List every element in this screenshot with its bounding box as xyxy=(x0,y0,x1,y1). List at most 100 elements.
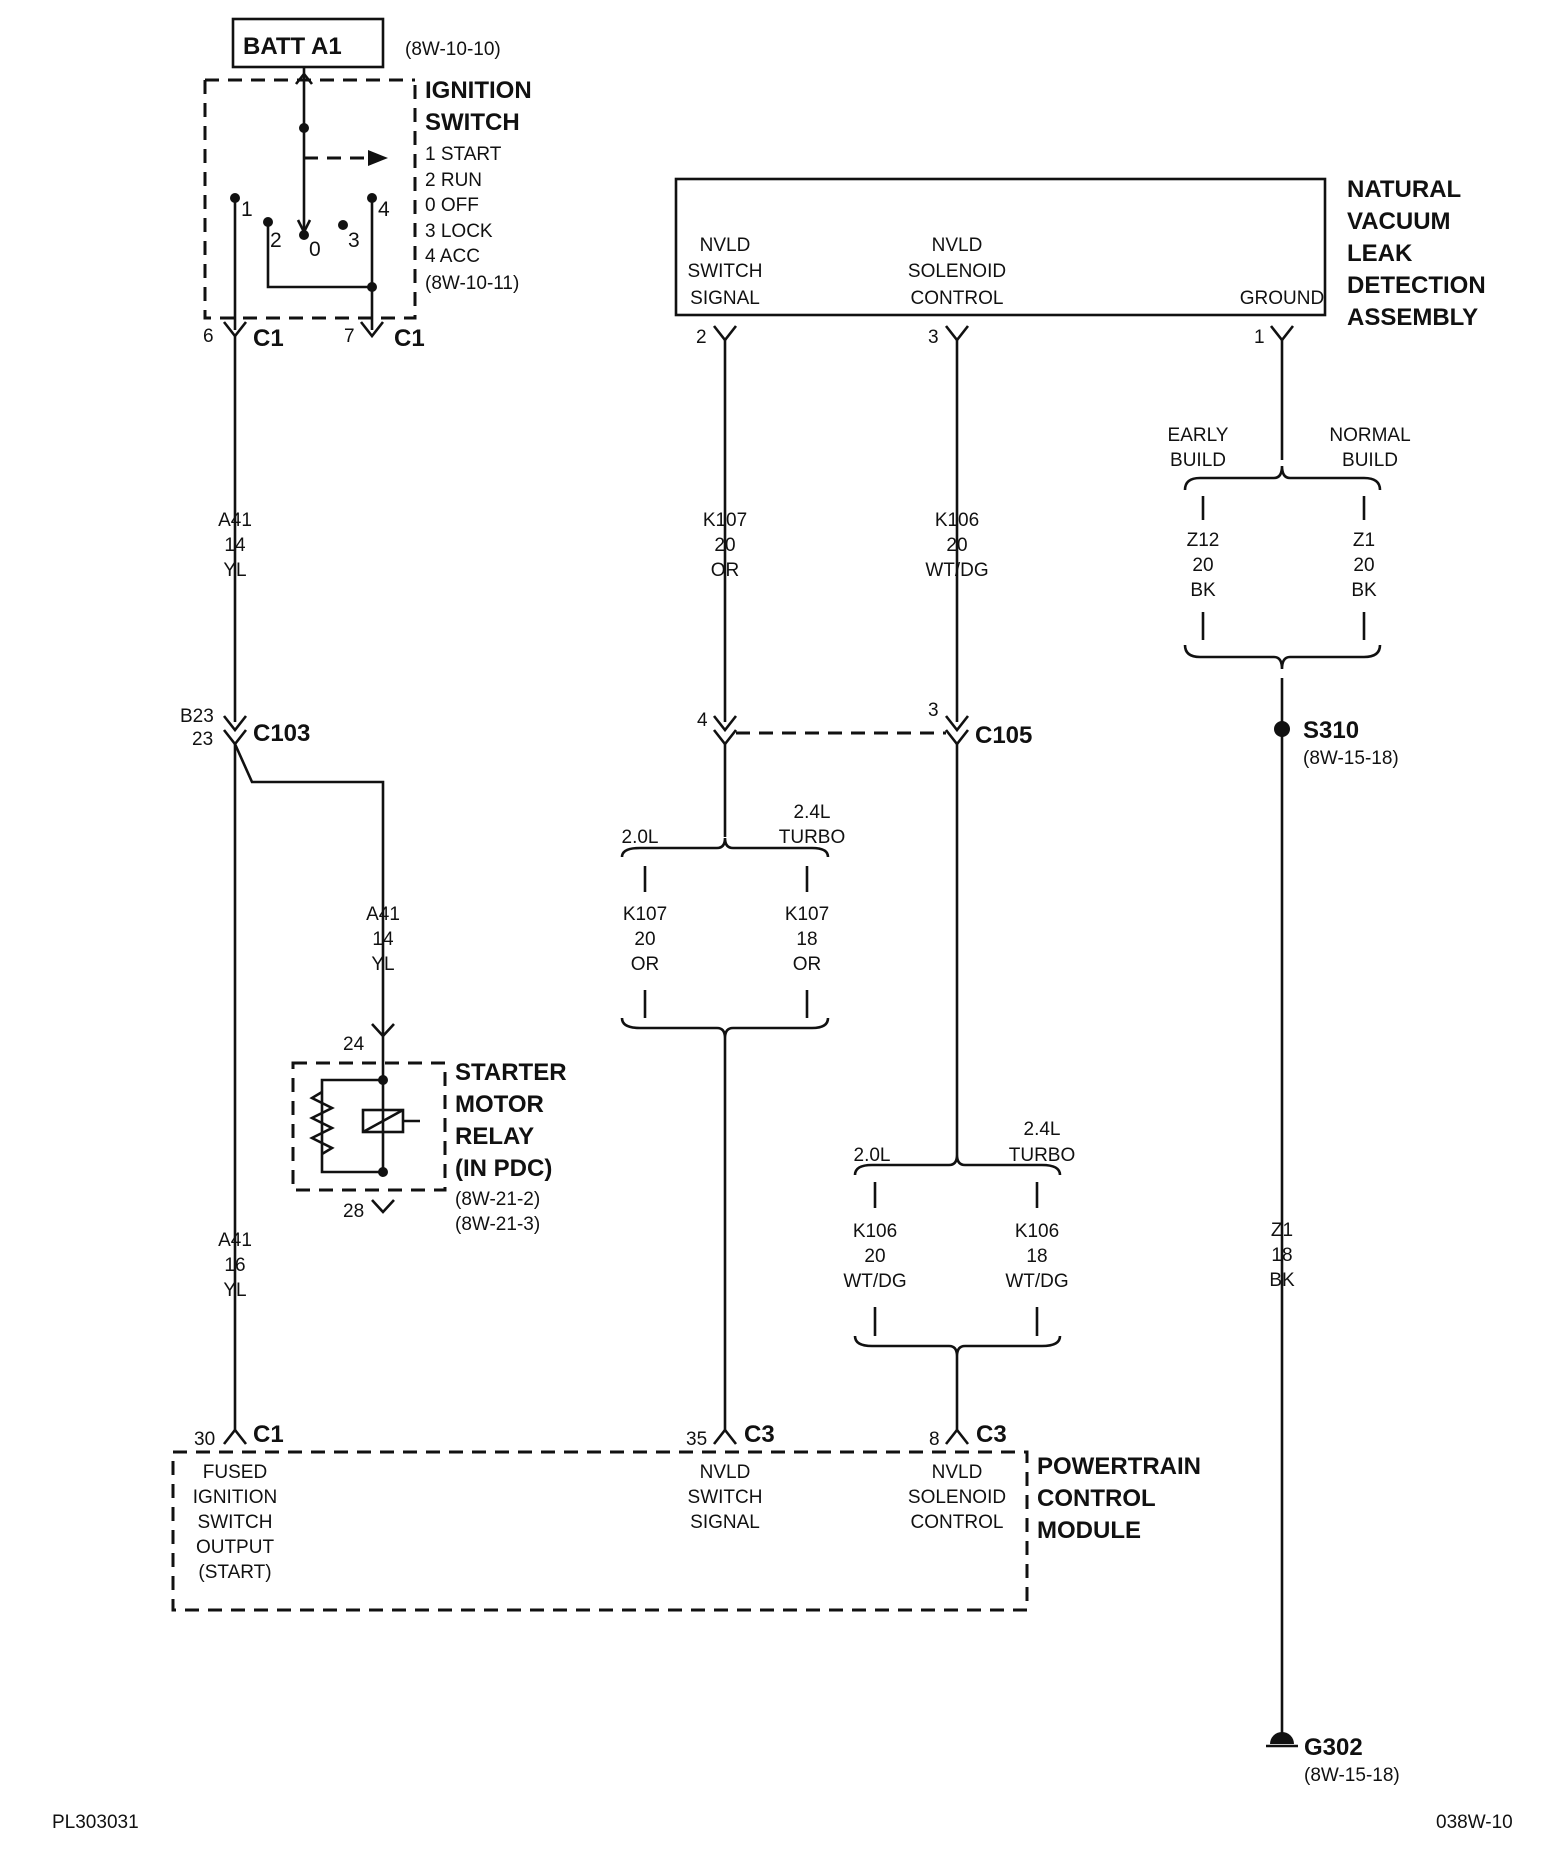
diagram-label: BUILD xyxy=(1170,450,1226,471)
diagram-label: A41 xyxy=(366,904,400,925)
diagram-label: 2.0L xyxy=(622,827,659,848)
diagram-label: (8W-15-18) xyxy=(1304,1765,1400,1786)
wire-a41-relay xyxy=(233,743,385,1035)
diagram-label: CONTROL xyxy=(911,288,1004,309)
diagram-label: 20 xyxy=(1192,555,1213,576)
diagram-label: A41 xyxy=(218,510,252,531)
nvld-assembly-box xyxy=(674,177,1327,317)
diagram-label: SOLENOID xyxy=(908,261,1006,282)
battery-ref: (8W-10-10) xyxy=(405,39,501,60)
diagram-label: 0 xyxy=(309,238,321,261)
diagram-label: B23 xyxy=(180,706,214,727)
diagram-label: 35 xyxy=(686,1429,707,1450)
diagram-label: MOTOR xyxy=(455,1091,544,1118)
pcm-title-1: POWERTRAIN xyxy=(1037,1453,1201,1480)
footer-right: 038W-10 xyxy=(1436,1812,1513,1833)
diagram-label: OR xyxy=(793,954,822,975)
splice-label: S310 xyxy=(1303,717,1359,744)
diagram-label: C1 xyxy=(253,1421,284,1448)
diagram-label: 16 xyxy=(224,1255,245,1276)
diagram-label: 14 xyxy=(372,929,394,950)
diagram-label: NVLD xyxy=(700,1462,751,1483)
diagram-label: K106 xyxy=(1015,1221,1059,1242)
diagram-label: (START) xyxy=(198,1562,271,1583)
diagram-label: Z1 xyxy=(1353,530,1375,551)
diagram-label: YL xyxy=(223,560,246,581)
diagram-label: 4 xyxy=(697,710,708,731)
c103-label: C103 xyxy=(253,720,310,747)
diagram-label: Z12 xyxy=(1187,530,1220,551)
pcm-box xyxy=(171,1450,1029,1612)
battery-box xyxy=(231,17,385,69)
diagram-label: SIGNAL xyxy=(690,1512,760,1533)
diagram-label: 30 xyxy=(194,1429,215,1450)
footer-left: PL303031 xyxy=(52,1812,139,1833)
diagram-label: A41 xyxy=(218,1230,252,1251)
diagram-label: C3 xyxy=(744,1421,775,1448)
diagram-label: WT/DG xyxy=(843,1271,906,1292)
diagram-label: C3 xyxy=(976,1421,1007,1448)
diagram-label: SOLENOID xyxy=(908,1487,1006,1508)
diagram-label: 1 xyxy=(241,198,253,221)
diagram-label: 18 xyxy=(796,929,817,950)
ign-pos-acc: 4 ACC xyxy=(425,246,480,267)
ignition-switch: 1 2 0 3 4 xyxy=(203,67,417,330)
ign-pin-6: 6 xyxy=(203,326,214,347)
diagram-label: FUSED xyxy=(203,1462,267,1483)
diagram-label: K107 xyxy=(785,904,829,925)
diagram-label: 20 xyxy=(634,929,655,950)
diagram-label: IGNITION xyxy=(193,1487,277,1508)
ign-ref: (8W-10-11) xyxy=(425,273,519,294)
diagram-label: K106 xyxy=(853,1221,897,1242)
diagram-label: NVLD xyxy=(932,235,983,256)
diagram-label: (IN PDC) xyxy=(455,1155,552,1182)
ign-connector-c1-left: C1 xyxy=(253,325,284,352)
diagram-label: YL xyxy=(371,954,394,975)
ign-pos-off: 0 OFF xyxy=(425,195,479,216)
connector-c105 xyxy=(712,715,970,747)
diagram-label: SWITCH xyxy=(688,261,763,282)
diagram-label: SWITCH xyxy=(198,1512,273,1533)
diagram-label: BUILD xyxy=(1342,450,1398,471)
diagram-label: TURBO xyxy=(1009,1145,1076,1166)
diagram-label: 3 xyxy=(928,327,939,348)
diagram-label: 8 xyxy=(929,1429,940,1450)
battery-label: BATT A1 xyxy=(243,33,342,60)
diagram-label: LEAK xyxy=(1347,240,1413,267)
diagram-label: 3 xyxy=(348,229,360,252)
ign-pos-start: 1 START xyxy=(425,144,502,165)
ignition-switch-title-1: IGNITION xyxy=(425,77,532,104)
ign-pos-run: 2 RUN xyxy=(425,170,482,191)
diagram-label: (8W-21-2) xyxy=(455,1189,540,1210)
splice-s310-dot xyxy=(1274,721,1290,737)
diagram-label: K106 xyxy=(935,510,979,531)
diagram-label: BK xyxy=(1190,580,1216,601)
diagram-label: YL xyxy=(223,1280,246,1301)
ground-g302-icon xyxy=(1266,1732,1298,1748)
diagram-label: DETECTION xyxy=(1347,272,1486,299)
diagram-label: 20 xyxy=(714,535,735,556)
diagram-label: 4 xyxy=(378,198,390,221)
diagram-label: TURBO xyxy=(779,827,846,848)
diagram-label: 2.4L xyxy=(794,802,831,823)
diagram-label: 2.0L xyxy=(854,1145,891,1166)
diagram-label: K107 xyxy=(703,510,747,531)
diagram-label: 24 xyxy=(343,1034,365,1055)
ign-connector-c1-right: C1 xyxy=(394,325,425,352)
diagram-label: CONTROL xyxy=(911,1512,1004,1533)
diagram-label: (8W-15-18) xyxy=(1303,748,1399,769)
diagram-label: 14 xyxy=(224,535,246,556)
diagram-label: 20 xyxy=(1353,555,1374,576)
diagram-label: OR xyxy=(631,954,660,975)
diagram-label: 3 xyxy=(928,700,939,721)
diagram-label: VACUUM xyxy=(1347,208,1451,235)
diagram-label: BK xyxy=(1351,580,1377,601)
diagram-label: Z1 xyxy=(1271,1220,1293,1241)
diagram-label: K107 xyxy=(623,904,667,925)
ground-label: G302 xyxy=(1304,1734,1363,1761)
diagram-label: NORMAL xyxy=(1329,425,1410,446)
diagram-label: EARLY xyxy=(1168,425,1229,446)
diagram-label: 20 xyxy=(864,1246,885,1267)
diagram-label: OUTPUT xyxy=(196,1537,275,1558)
